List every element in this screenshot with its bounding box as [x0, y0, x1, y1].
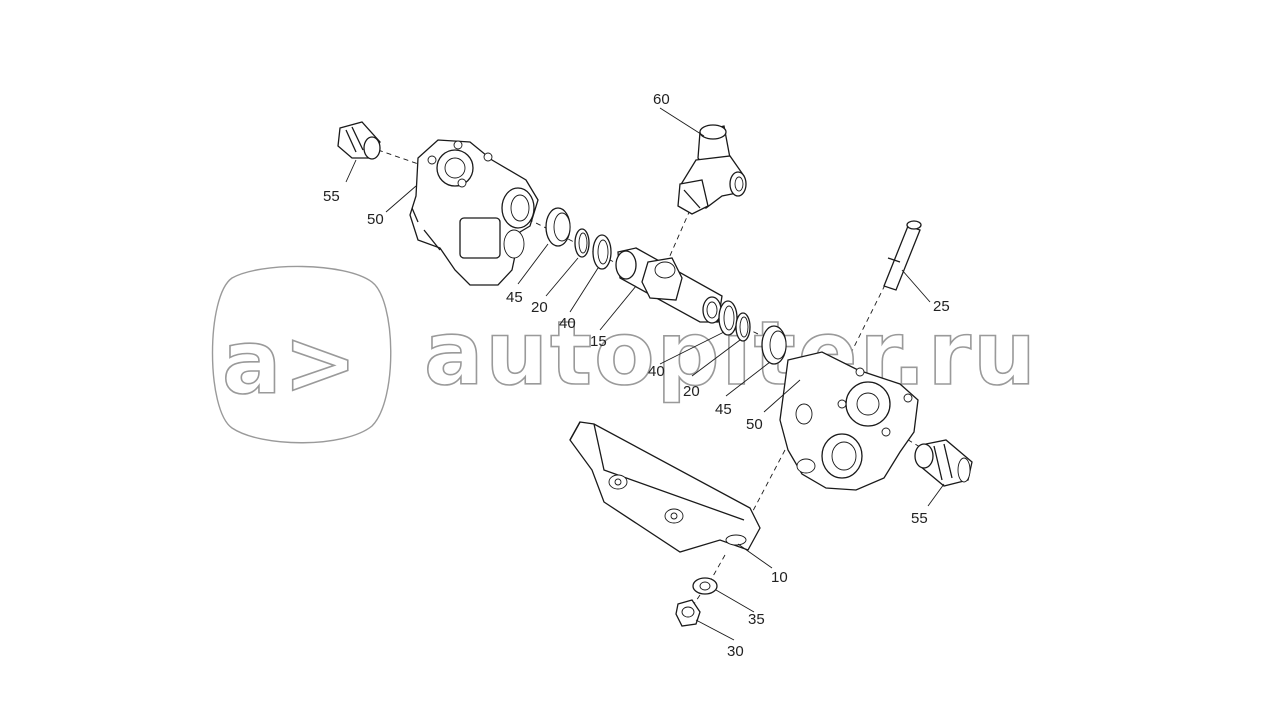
- part-45-left-ring: [545, 207, 571, 247]
- callout-55-right: 55: [911, 510, 928, 527]
- part-45-right-ring: [761, 325, 787, 365]
- part-55-left-fitting: [337, 121, 381, 160]
- callout-25: 25: [933, 298, 950, 315]
- part-50-left-valve: [409, 139, 539, 286]
- part-60-sensor-fitting: [677, 124, 747, 215]
- callout-55-left: 55: [323, 188, 340, 205]
- part-40-right-seal: [718, 300, 738, 336]
- part-30-nut: [675, 599, 701, 627]
- callout-60: 60: [653, 91, 670, 108]
- part-50-right-valve: [779, 351, 919, 491]
- callout-10: 10: [771, 569, 788, 586]
- callout-30: 30: [727, 643, 744, 660]
- callout-40-right: 40: [648, 363, 665, 380]
- watermark-logo: a>: [211, 265, 392, 444]
- part-25-bolt: [883, 220, 922, 291]
- watermark-logo-text: a>: [222, 311, 359, 414]
- part-40-left-seal: [592, 234, 612, 270]
- callout-50-left: 50: [367, 211, 384, 228]
- part-15-tee-connector: [615, 247, 723, 324]
- part-10-bracket: [569, 421, 761, 553]
- callout-15: 15: [590, 333, 607, 350]
- callout-45-left: 45: [506, 289, 523, 306]
- callout-20-left: 20: [531, 299, 548, 316]
- part-55-right-fitting: [914, 439, 973, 487]
- part-35-washer: [692, 577, 718, 595]
- callout-35: 35: [748, 611, 765, 628]
- callout-40-left: 40: [559, 315, 576, 332]
- part-20-left-oring: [574, 228, 590, 258]
- callout-45-right: 45: [715, 401, 732, 418]
- leader-lines: [345, 107, 945, 641]
- callout-20-right: 20: [683, 383, 700, 400]
- callouts: 55 50 45 20 40 15 60 40 20 45 50 25 55 1…: [323, 91, 950, 660]
- callout-50-right: 50: [746, 416, 763, 433]
- part-20-right-oring: [735, 312, 751, 342]
